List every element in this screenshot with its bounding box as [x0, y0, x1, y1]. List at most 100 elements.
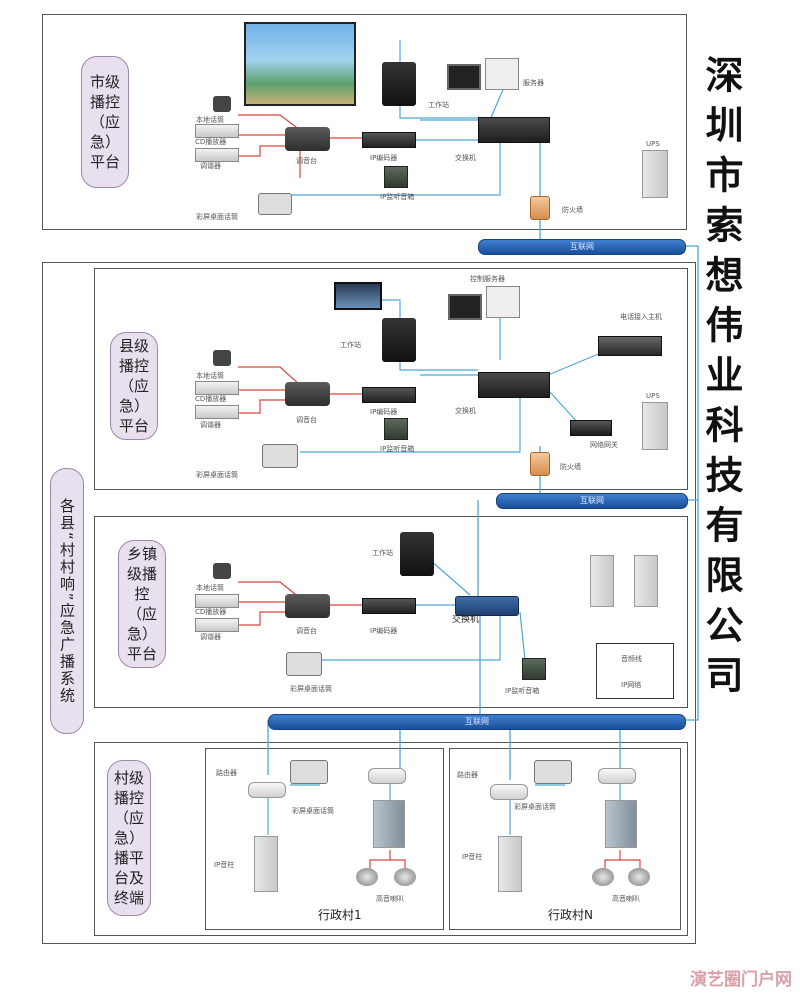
workstation-icon	[382, 62, 416, 106]
firewall-label: 防火墙	[562, 206, 583, 214]
ip-monitor-label: IP监听音箱	[380, 193, 415, 201]
internet-bar-town: 互联网	[268, 714, 686, 730]
switch-icon	[478, 372, 550, 398]
workstation-icon	[400, 532, 434, 576]
mixer-icon	[285, 594, 330, 618]
switch-label: 交换机	[455, 154, 476, 162]
firewall-icon	[530, 196, 550, 220]
mixer-icon	[285, 382, 330, 406]
ip-speaker-column-icon	[590, 555, 614, 607]
tuner-icon	[195, 148, 239, 162]
router-icon	[248, 782, 286, 798]
workstation-label: 工作站	[372, 549, 393, 557]
router-label: 路由器	[216, 769, 237, 777]
village-n-name: 行政村N	[548, 908, 593, 922]
mixer-label: 调音台	[296, 157, 317, 165]
internet-bar-city: 互联网	[478, 239, 686, 255]
router-icon	[598, 768, 636, 784]
server-icon	[485, 58, 519, 90]
video-wall	[244, 22, 356, 106]
ups-label: UPS	[646, 392, 660, 400]
ip-encoder-icon	[362, 598, 416, 614]
ip-terminal-icon	[373, 800, 405, 848]
switch-icon	[478, 117, 550, 143]
ip-monitor-icon	[384, 166, 408, 188]
county-platform-label: 县级播控（应急）平台	[110, 332, 158, 440]
workstation-label: 工作站	[428, 101, 449, 109]
internet-bar-label: 互联网	[570, 242, 594, 251]
legend-ip-label: IP网络	[621, 681, 642, 689]
ip-encoder-label: IP编码器	[370, 627, 398, 635]
ip-encoder-icon	[362, 387, 416, 403]
watermark: 演艺圈门户网	[690, 970, 792, 990]
gateway-icon	[570, 420, 612, 436]
switch-icon	[455, 596, 519, 616]
village-1-name: 行政村1	[318, 908, 362, 922]
workstation-label: 工作站	[340, 341, 361, 349]
legend-box: 音频线 IP网络	[596, 643, 674, 699]
tuner-icon	[195, 405, 239, 419]
local-mic-icon	[213, 96, 231, 112]
server-label: 服务器	[523, 79, 544, 87]
router-icon	[368, 768, 406, 784]
ip-speaker-column-icon	[634, 555, 658, 607]
tuner-label: 调谐器	[200, 162, 221, 170]
local-mic-label: 本地话筒	[196, 584, 224, 592]
ups-icon	[642, 402, 668, 450]
cd-player-label: CD播放器	[195, 395, 227, 403]
internet-bar-county: 互联网	[496, 493, 688, 509]
cd-player-icon	[195, 594, 239, 608]
paging-mic-icon	[258, 193, 292, 215]
monitor-icon	[448, 294, 482, 320]
paging-mic-label: 彩屏桌面话筒	[514, 803, 556, 811]
paging-mic-label: 彩屏桌面话筒	[196, 471, 238, 479]
ip-encoder-icon	[362, 132, 416, 148]
local-mic-icon	[213, 563, 231, 579]
paging-mic-label: 彩屏桌面话筒	[196, 213, 238, 221]
router-icon	[490, 784, 528, 800]
tv-icon	[334, 282, 382, 310]
city-panel-frame	[42, 14, 687, 230]
county-panel-frame	[94, 268, 688, 490]
company-name: 深圳市索想伟业科技有限公司	[699, 55, 743, 705]
cd-player-label: CD播放器	[195, 608, 227, 616]
ip-speaker-column-icon	[498, 836, 522, 892]
local-mic-label: 本地话筒	[196, 116, 224, 124]
horn-icon	[628, 868, 650, 886]
village-platform-label: 村级播控（应急）播平台及终端	[107, 760, 151, 916]
paging-mic-label: 彩屏桌面话筒	[290, 685, 332, 693]
horn-label: 高音喇叭	[612, 895, 640, 903]
ip-monitor-icon	[384, 418, 408, 440]
switch-label: 交换机	[455, 407, 476, 415]
phone-host-label: 电话接入主机	[620, 313, 662, 321]
ups-icon	[642, 150, 668, 198]
mixer-label: 调音台	[296, 627, 317, 635]
phone-host-icon	[598, 336, 662, 356]
city-platform-label: 市级播控（应急）平台	[81, 56, 129, 188]
internet-bar-label: 互联网	[465, 717, 489, 726]
ip-terminal-icon	[605, 800, 637, 848]
paging-mic-icon	[290, 760, 328, 784]
router-label: 路由器	[457, 771, 478, 779]
firewall-label: 防火墙	[560, 463, 581, 471]
ip-encoder-label: IP编码器	[370, 408, 398, 416]
local-mic-label: 本地话筒	[196, 372, 224, 380]
ip-speaker-column-icon	[254, 836, 278, 892]
mixer-icon	[285, 127, 330, 151]
firewall-icon	[530, 452, 550, 476]
tuner-label: 调谐器	[200, 633, 221, 641]
ups-label: UPS	[646, 140, 660, 148]
cd-player-icon	[195, 124, 239, 138]
cd-player-label: CD播放器	[195, 138, 227, 146]
switch-label: 交换机	[452, 615, 480, 625]
county-system-label: 各县“村村响”应急广播系统	[50, 468, 84, 734]
server-icon	[486, 286, 520, 318]
mixer-label: 调音台	[296, 416, 317, 424]
ip-encoder-label: IP编码器	[370, 154, 398, 162]
internet-bar-label: 互联网	[580, 496, 604, 505]
gateway-label: 网络网关	[590, 441, 618, 449]
paging-mic-icon	[534, 760, 572, 784]
cd-player-icon	[195, 381, 239, 395]
workstation-icon	[382, 318, 416, 362]
paging-mic-label: 彩屏桌面话筒	[292, 807, 334, 815]
